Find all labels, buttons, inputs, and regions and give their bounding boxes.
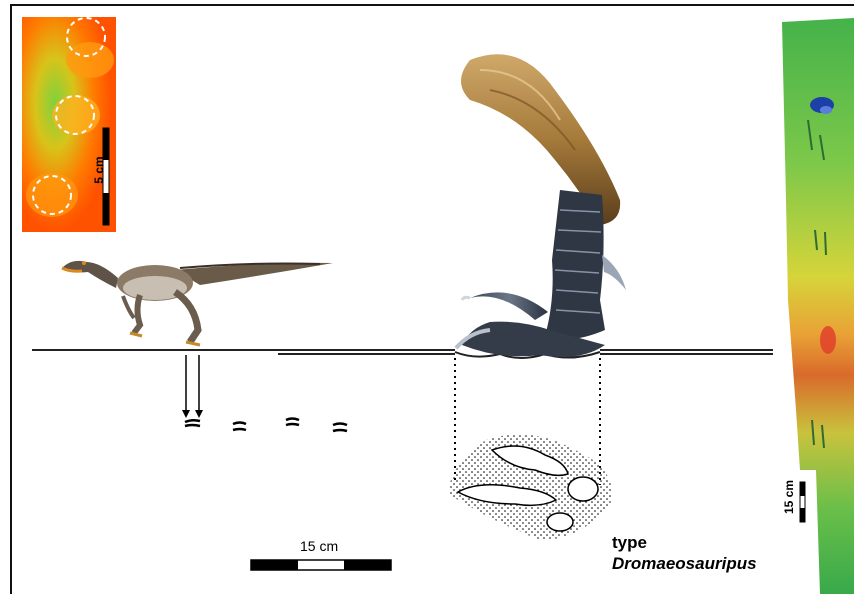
heatmap-inset bbox=[22, 17, 116, 232]
trackway-footprints bbox=[185, 419, 347, 432]
dromaeosaur-foot-icon bbox=[456, 54, 626, 357]
type-label: type bbox=[612, 533, 647, 553]
dem-scale-label: 15 cm bbox=[782, 477, 796, 517]
ground-lines bbox=[32, 350, 773, 358]
inset-scale-label: 5 cm bbox=[92, 150, 106, 190]
taxon-label: Dromaeosauripus bbox=[612, 554, 757, 574]
trackway-arrows bbox=[182, 355, 203, 418]
frame-top-border bbox=[10, 4, 854, 6]
main-scale-bar bbox=[251, 560, 391, 570]
dromaeosaur-illustration-icon bbox=[62, 261, 333, 345]
frame-left-border bbox=[10, 4, 12, 594]
didactyl-footprint-icon bbox=[449, 434, 611, 540]
dem-scale-bar bbox=[800, 482, 805, 522]
main-scale-label: 15 cm bbox=[300, 538, 338, 554]
